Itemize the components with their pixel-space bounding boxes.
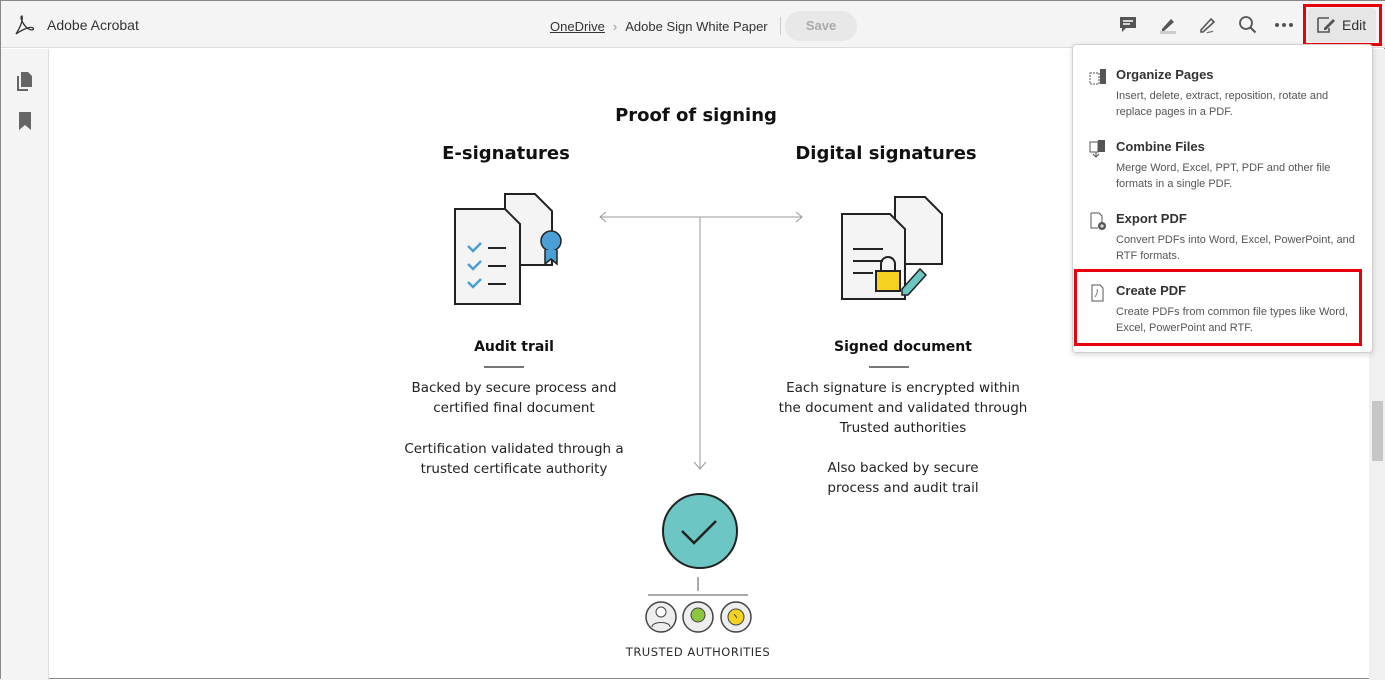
audit-trail-illustration [454,193,562,305]
app-title: Adobe Acrobat [47,17,139,33]
edit-icon [1317,17,1335,33]
text-line: trusted certificate authority [420,461,608,477]
text-line: Backed by secure process and [411,380,617,396]
create-pdf-icon [1091,284,1104,302]
sign-icon[interactable] [1198,15,1218,35]
menu-item-desc: Create PDFs from common file types like … [1116,306,1349,334]
text-line: Also backed by secure [827,460,979,476]
signed-document-heading: Signed document [834,339,972,355]
pages-icon[interactable] [16,71,34,91]
more-icon[interactable] [1274,15,1294,35]
scrollbar-thumb[interactable] [1372,401,1383,461]
top-bar: Adobe Acrobat OneDrive › Adobe Sign Whit… [1,1,1385,48]
menu-item-desc: Convert PDFs into Word, Excel, PowerPoin… [1116,234,1355,262]
diagram-lines [454,193,943,633]
audit-trail-para1: Backed by secure process and certified f… [364,378,664,418]
menu-item-title: Create PDF [1116,283,1187,298]
menu-item-create-pdf[interactable]: Create PDF Create PDFs from common file … [1073,279,1373,351]
divider [779,17,781,35]
text-line: the document and validated through [778,400,1028,416]
bookmark-icon[interactable] [18,112,32,130]
text-line: Certification validated through a [404,441,624,457]
edit-button[interactable]: Edit [1308,8,1376,42]
acrobat-logo-icon [15,15,35,35]
menu-item-desc: Merge Word, Excel, PPT, PDF and other fi… [1116,162,1331,190]
breadcrumb: OneDrive › Adobe Sign White Paper [550,17,781,35]
document-page: Proof of signing E-signatures Digital si… [50,49,1369,680]
text-line: process and audit trail [827,480,979,496]
breadcrumb-current: Adobe Sign White Paper [625,18,768,34]
edit-dropdown-menu: Organize Pages Insert, delete, extract, … [1072,44,1373,353]
save-button[interactable]: Save [785,11,857,41]
menu-item-desc: Insert, delete, extract, reposition, rot… [1116,90,1329,118]
search-icon[interactable] [1238,15,1258,35]
signed-document-para1: Each signature is encrypted within the d… [753,378,1053,438]
create-pdf-highlight-box [1074,269,1362,346]
digital-signatures-heading: Digital signatures [795,143,977,164]
combine-files-icon [1089,140,1105,158]
highlight-icon[interactable] [1158,15,1178,35]
document-title: Proof of signing [615,105,777,126]
menu-item-title: Export PDF [1116,211,1187,226]
comment-icon[interactable] [1118,15,1138,35]
vertical-scrollbar[interactable] [1369,49,1385,680]
menu-item-title: Organize Pages [1116,67,1214,82]
breadcrumb-separator: › [612,18,618,34]
audit-trail-heading: Audit trail [474,339,554,355]
signed-document-illustration [841,196,943,300]
menu-item-combine-files[interactable]: Combine Files Merge Word, Excel, PPT, PD… [1073,135,1373,207]
export-pdf-icon [1090,212,1106,230]
audit-trail-para2: Certification validated through a truste… [364,439,664,479]
text-line: Each signature is encrypted within [786,380,1020,396]
organize-pages-icon [1089,69,1106,85]
text-line: certified final document [433,400,595,416]
menu-item-organize-pages[interactable]: Organize Pages Insert, delete, extract, … [1073,63,1373,135]
menu-item-export-pdf[interactable]: Export PDF Convert PDFs into Word, Excel… [1073,207,1373,279]
signed-document-para2: Also backed by secure process and audit … [753,458,1053,498]
edit-highlight-box [1303,4,1382,46]
e-signatures-heading: E-signatures [442,143,570,164]
breadcrumb-onedrive-link[interactable]: OneDrive [550,18,605,34]
trusted-authorities-label: TRUSTED AUTHORITIES [625,645,771,659]
left-rail [1,49,49,680]
text-line: Trusted authorities [839,420,967,436]
edit-label: Edit [1342,17,1367,33]
menu-item-title: Combine Files [1116,139,1205,154]
